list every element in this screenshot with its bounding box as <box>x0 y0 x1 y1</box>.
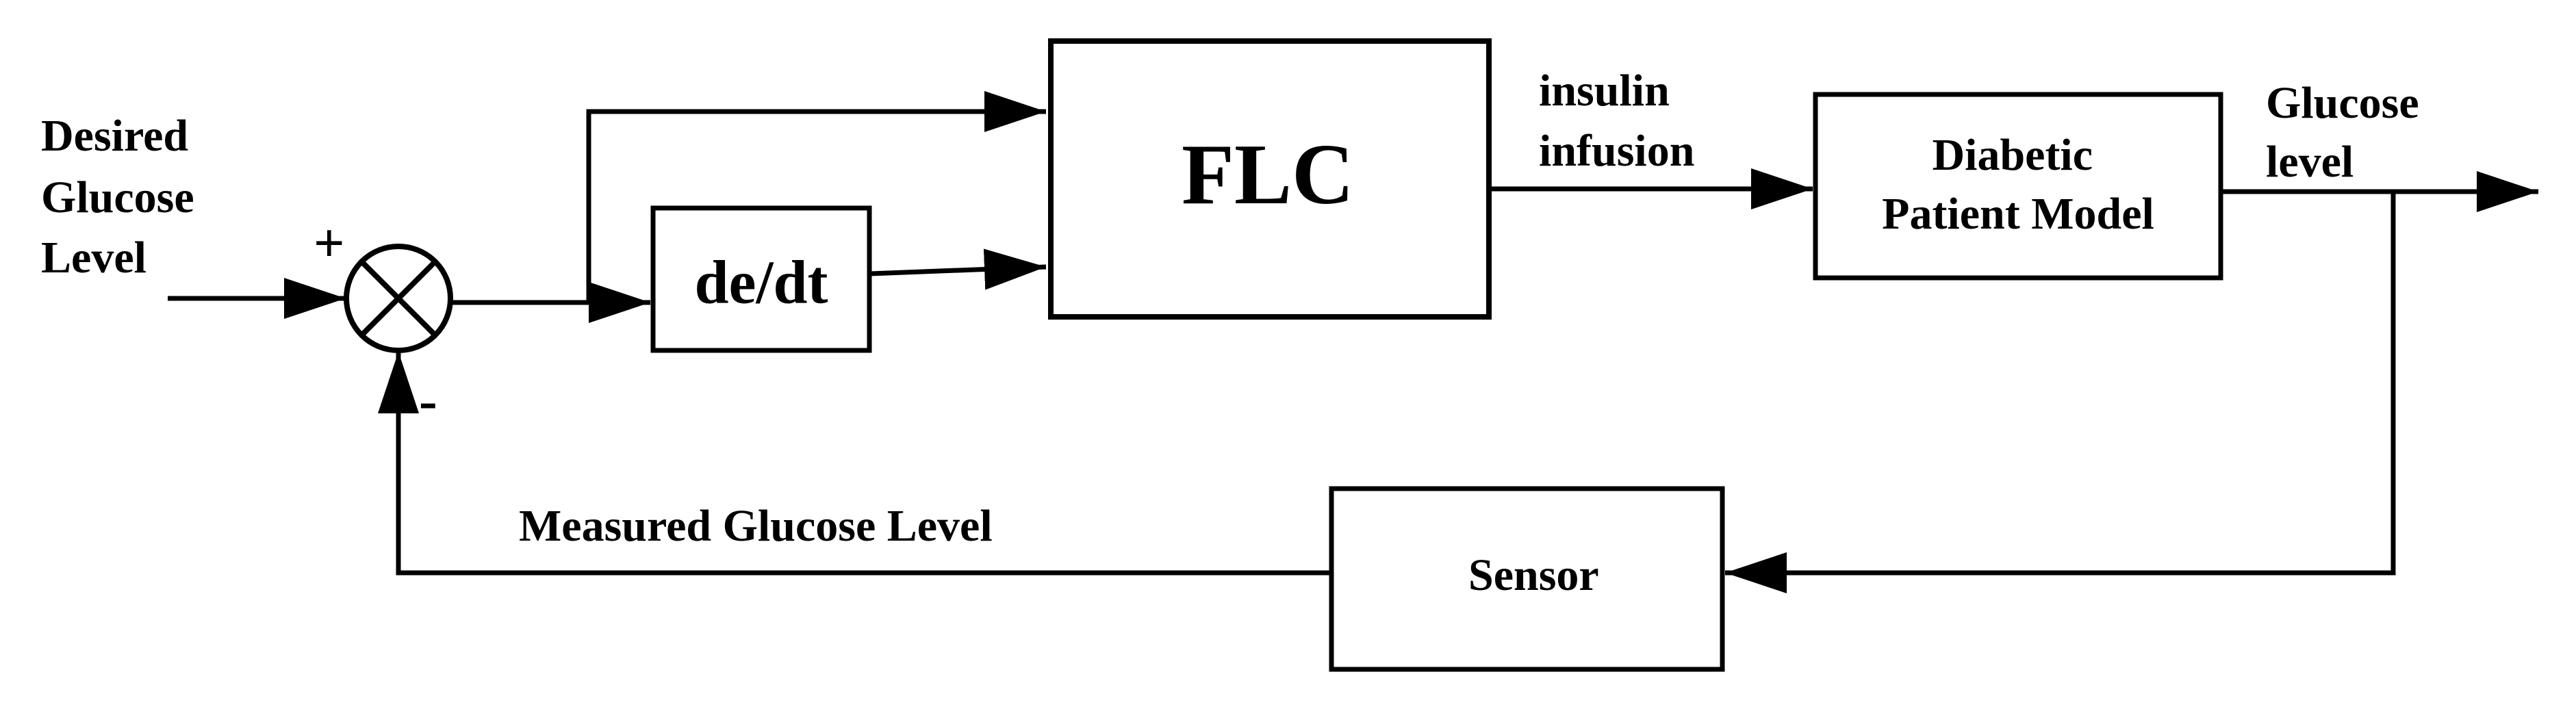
measured-feedback-arrow <box>378 352 1331 576</box>
plant-block-label: Diabetic Patient Model <box>1882 130 2154 239</box>
error-to-flc-arrow <box>586 91 1046 302</box>
control-signal-label: insulin infusion <box>1539 66 1694 176</box>
input-label-line-2: Glucose <box>41 172 194 222</box>
control-signal-line-1: insulin <box>1539 66 1670 116</box>
output-label-line-2: level <box>2266 137 2354 187</box>
feedback-signal-label: Measured Glucose Level <box>519 501 993 551</box>
control-signal-line-2: infusion <box>1539 126 1694 176</box>
derivative-block <box>650 205 872 353</box>
derivative-to-flc-arrow <box>869 248 1047 290</box>
sensor-block-label: Sensor <box>1468 550 1599 600</box>
derivative-block-label: de/dt <box>694 249 828 317</box>
plant-block-line-2: Patient Model <box>1882 189 2154 239</box>
plus-sign: + <box>314 214 345 274</box>
output-label: Glucose level <box>2266 78 2430 187</box>
flc-block <box>1048 38 1492 320</box>
minus-sign: - <box>419 371 437 431</box>
sensor-block <box>1329 486 1725 672</box>
flc-block-label: FLC <box>1182 127 1354 222</box>
input-label: Desired Glucose Level <box>41 111 205 283</box>
output-label-line-1: Glucose <box>2266 78 2419 128</box>
input-label-line-3: Level <box>41 233 146 283</box>
feedback-to-sensor-arrow <box>1725 192 2396 593</box>
plant-block <box>1813 92 2223 281</box>
summing-junction <box>344 244 453 353</box>
plant-block-line-1: Diabetic <box>1932 130 2093 180</box>
input-label-line-1: Desired <box>41 111 188 161</box>
